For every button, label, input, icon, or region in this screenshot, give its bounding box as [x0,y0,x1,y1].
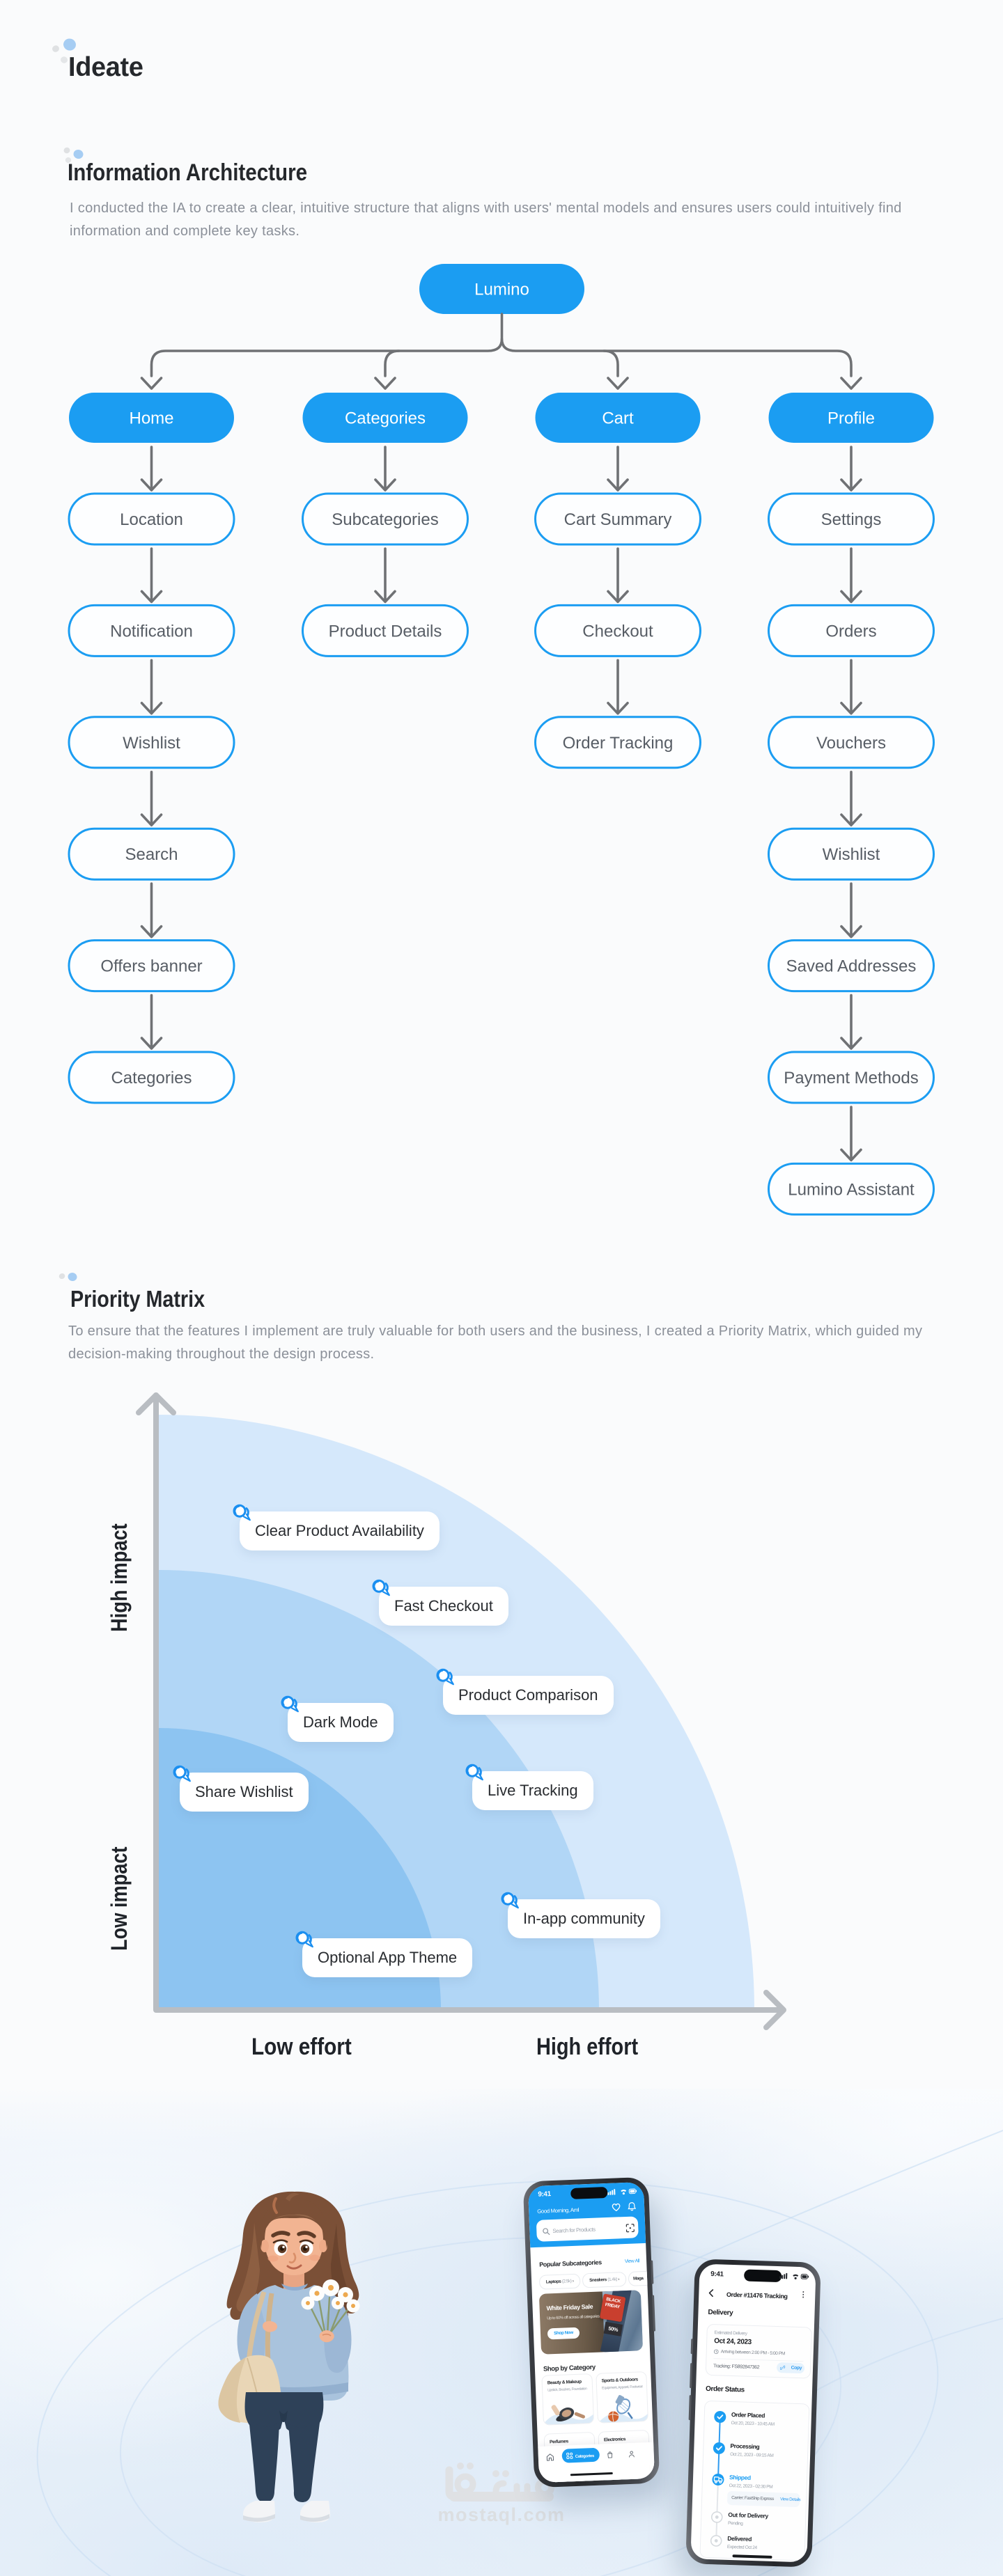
svg-text:Lumino: Lumino [474,281,529,299]
svg-text:Home: Home [129,409,173,428]
svg-text:Offers banner: Offers banner [100,957,202,976]
svg-text:mostaql.com: mostaql.com [437,2504,565,2525]
svg-text:Location: Location [120,510,183,529]
svg-text:Cart: Cart [602,409,634,428]
svg-text:Orders: Orders [825,622,876,641]
svg-text:Wishlist: Wishlist [823,845,880,864]
svg-text:Lumino Assistant: Lumino Assistant [788,1180,915,1199]
svg-text:Cart Summary: Cart Summary [564,510,672,529]
svg-text:Saved Addresses: Saved Addresses [786,957,917,976]
svg-text:Profile: Profile [827,409,875,428]
svg-text:Settings: Settings [821,510,882,529]
svg-text:Notification: Notification [110,622,193,641]
svg-text:Payment Methods: Payment Methods [784,1069,918,1087]
svg-text:Categories: Categories [111,1069,192,1087]
svg-text:Order Tracking: Order Tracking [563,734,674,753]
svg-text:Categories: Categories [345,409,426,428]
svg-text:Subcategories: Subcategories [332,510,438,529]
svg-text:Wishlist: Wishlist [123,734,180,753]
svg-text:Vouchers: Vouchers [816,734,886,753]
svg-text:Checkout: Checkout [582,622,653,641]
svg-text:Search: Search [125,845,178,864]
svg-text:Product Details: Product Details [329,622,442,641]
